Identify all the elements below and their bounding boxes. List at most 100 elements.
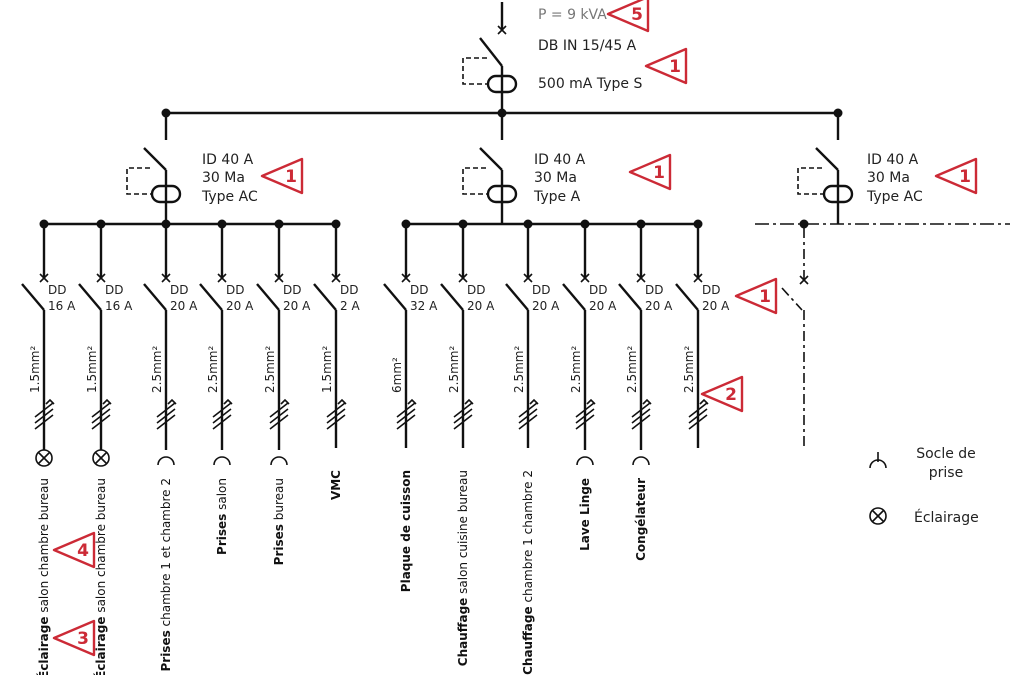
marker-triangle	[52, 531, 96, 569]
conductor-mark	[688, 402, 708, 418]
marker-number: 4	[77, 541, 89, 561]
cable-section-label: 2.5mm²	[150, 346, 164, 393]
conductor-mark	[212, 402, 232, 418]
breaker-contact	[562, 283, 586, 311]
circuit-label-detail: salon chambre bureau	[37, 478, 51, 616]
conductor-mark	[453, 402, 473, 418]
main-power-label: P = 9 kVA	[538, 7, 607, 23]
breaker-contact	[21, 283, 45, 311]
cable-section-label: 2.5mm²	[569, 346, 583, 393]
main-bus	[161, 108, 843, 140]
lamp-icon	[92, 449, 110, 467]
conductor-mark	[518, 414, 538, 430]
circuit-label-bold: Éclairage	[93, 616, 108, 675]
circuit-label-detail: salon cuisine bureau	[456, 470, 470, 598]
breaker-type-label: DD	[105, 283, 123, 297]
marker-triangle	[52, 619, 96, 657]
circuit-label-bold: Prises	[159, 630, 173, 671]
breaker-rating-label: 20 A	[532, 299, 560, 313]
breaker-cross	[161, 273, 171, 283]
cable-section-label: 2.5mm²	[206, 346, 220, 393]
circuit-label: Prises chambre 1 et chambre 2	[159, 478, 173, 672]
breaker-rating-label: 20 A	[589, 299, 617, 313]
marker-number: 1	[759, 287, 771, 307]
breaker-cross	[523, 273, 533, 283]
rcd-2-line3: Type A	[533, 189, 581, 205]
rcd-3	[797, 147, 854, 224]
earth-mark	[102, 398, 112, 405]
rcd-3-line3: Type AC	[866, 189, 923, 205]
breaker-type-label: DD	[283, 283, 301, 297]
earth-mark	[407, 398, 417, 405]
conductor-mark	[518, 402, 538, 418]
marker-triangle	[644, 47, 688, 85]
circuit-label-bold: Congélateur	[634, 478, 648, 561]
main-breaker-label: DB IN 15/45 A	[538, 38, 637, 54]
conductor-mark	[91, 408, 111, 424]
circuit-label: VMC	[329, 470, 343, 500]
legend-socket-line1: Socle de	[916, 446, 976, 462]
conductor-mark	[396, 402, 416, 418]
rcd-1-line3: Type AC	[201, 189, 258, 205]
breaker-contact	[78, 283, 102, 311]
marker-number: 2	[725, 385, 737, 405]
circuit-label-detail: salon chambre bureau	[94, 478, 108, 616]
rcd-1	[126, 147, 182, 224]
marker-triangle	[734, 277, 778, 315]
marker-number: 5	[631, 5, 643, 25]
conductor-mark	[631, 408, 651, 424]
marker-number: 1	[959, 167, 971, 187]
marker-1: 1	[628, 153, 672, 191]
conductor-mark	[688, 408, 708, 424]
breaker-rating-label: 20 A	[645, 299, 673, 313]
marker-triangle	[260, 157, 304, 195]
breaker-type-label: DD	[532, 283, 550, 297]
circuit-label: Éclairage salon chambre bureau	[93, 478, 108, 675]
cable-section-label: 1.5mm²	[28, 346, 42, 393]
legend-socket-line2: prise	[929, 465, 963, 481]
breaker-cross	[693, 273, 703, 283]
circuit-label-detail: salon	[215, 478, 229, 514]
breaker-rating-label: 20 A	[467, 299, 495, 313]
lamp-icon	[35, 449, 53, 467]
conductor-mark	[34, 402, 54, 418]
cable-section-label: 6mm²	[390, 357, 404, 393]
circuit-label-detail: bureau	[272, 478, 286, 524]
marker-triangle	[700, 375, 744, 413]
socket-icon	[270, 456, 288, 466]
socket-icon	[576, 456, 594, 466]
marker-triangle	[606, 0, 650, 33]
rcd-1-line2: 30 Ma	[202, 170, 245, 186]
circuit-label-bold: Prises	[215, 514, 229, 555]
breaker-type-label: DD	[226, 283, 244, 297]
marker-triangle	[628, 153, 672, 191]
conductor-mark	[34, 408, 54, 424]
breaker-cross	[39, 273, 49, 283]
circuit-label: Congélateur	[634, 478, 648, 561]
conductor-mark	[688, 414, 708, 430]
breaker-cross	[217, 273, 227, 283]
rcd-2-line1: ID 40 A	[534, 152, 586, 168]
marker-2: 2	[700, 375, 744, 413]
rcd-3-line1: ID 40 A	[867, 152, 919, 168]
breaker-cross	[331, 273, 341, 283]
breaker-cross	[458, 273, 468, 283]
marker-1: 1	[934, 157, 978, 195]
breaker-contact	[675, 283, 699, 311]
earth-mark	[280, 398, 290, 405]
earth-mark	[45, 398, 55, 405]
cable-section-label: 2.5mm²	[447, 346, 461, 393]
circuit-label-bold: Prises	[272, 524, 286, 565]
earth-mark	[337, 398, 347, 405]
earth-mark	[464, 398, 474, 405]
breaker-cross	[580, 273, 590, 283]
lamp-legend-icon	[869, 507, 887, 525]
circuit-label-detail: chambre 1 et chambre 2	[159, 478, 173, 630]
